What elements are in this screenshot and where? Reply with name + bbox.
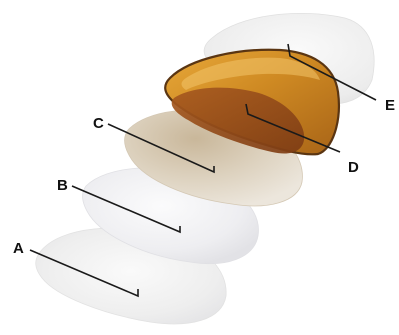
label-d: D [348,159,359,176]
label-c: C [93,115,104,132]
label-a: A [13,240,24,257]
label-b: B [57,177,68,194]
label-e: E [385,97,395,114]
